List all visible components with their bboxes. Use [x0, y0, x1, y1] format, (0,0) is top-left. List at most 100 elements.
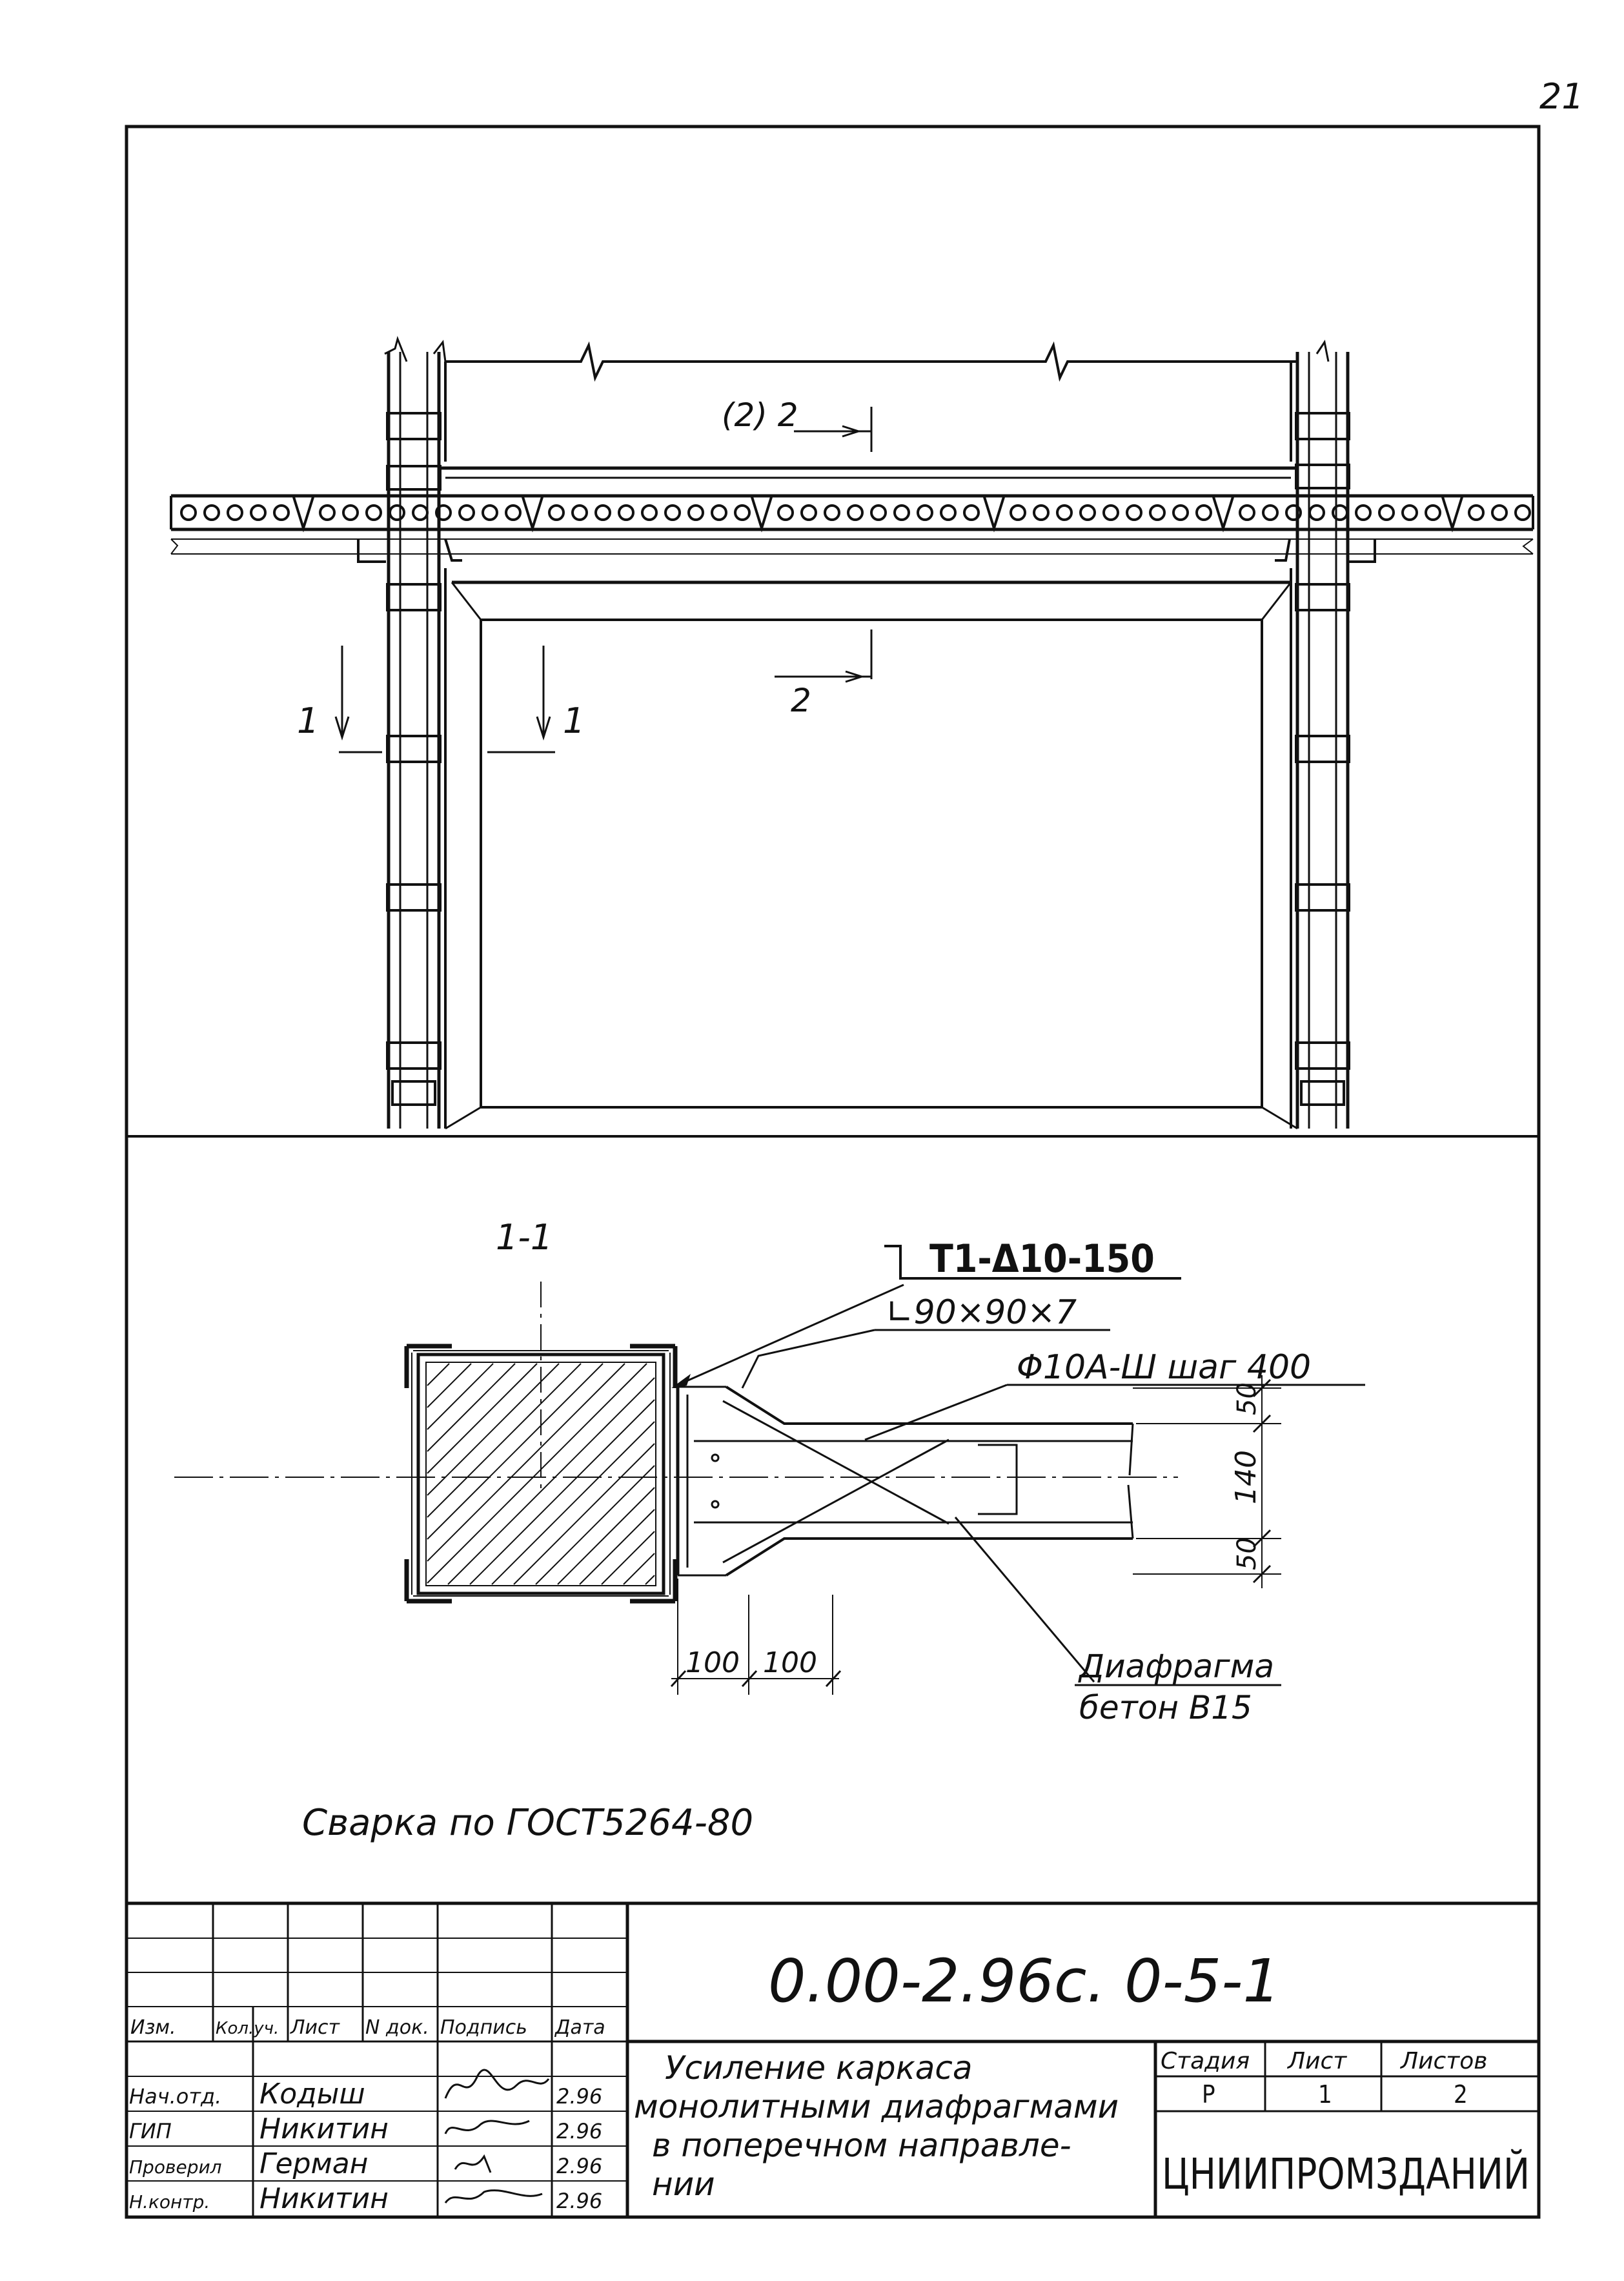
header-izm: Изм. [130, 2016, 176, 2039]
organization-name: ЦНИИПРОМЗДАНИЙ [1162, 2149, 1530, 2199]
slab-hollow-core [180, 504, 197, 521]
left-corbel [357, 538, 462, 563]
sheet-frame [125, 125, 1541, 2219]
concrete-hatch-line [427, 1363, 647, 1584]
drawing-title-line2: монолитными диафрагмами [634, 2088, 1119, 2125]
section-mark-1-1: 1 1 [297, 646, 585, 753]
slab-hollow-core [800, 504, 817, 521]
concrete-hatch-line [623, 1553, 655, 1585]
slab-hollow-core [1102, 504, 1119, 521]
dim-bottom-2: 100 [763, 1646, 817, 1679]
elevation-view: (2) 2 2 1 1 [170, 336, 1534, 1130]
slab-hollow-core [389, 504, 405, 521]
concrete-hatch-line [513, 1443, 655, 1585]
callout-weld-text: Т1-Δ10-150 [929, 1236, 1155, 1282]
header-kol: Кол.уч. [216, 2019, 279, 2038]
concrete-hatch-line [427, 1363, 538, 1474]
lower-infill-panel [444, 568, 1298, 1130]
row3-name: Герман [259, 2147, 368, 2180]
slab-hollow-core [963, 504, 980, 521]
concrete-hatch-line [535, 1465, 655, 1585]
slab-hollow-core [1239, 504, 1255, 521]
right-column [1295, 340, 1350, 1129]
concrete-hatch-line [601, 1531, 655, 1585]
header-ndok: N док. [365, 2016, 429, 2039]
slab-hollow-core [893, 504, 910, 521]
section-1-right-label: 1 [563, 701, 585, 741]
slab-hollow-core [203, 504, 220, 521]
row1-role: Нач.отд. [129, 2084, 221, 2109]
page-number: 21 [1539, 76, 1584, 117]
row3-role: Проверил [129, 2156, 222, 2178]
slab-hollow-core [687, 504, 704, 521]
hollow-core-slab [170, 494, 1534, 555]
concrete-hatch-line [427, 1363, 516, 1452]
slab-hollow-core [1491, 504, 1508, 521]
slab-hollow-core [824, 504, 840, 521]
callout-angle-text: ∟90×90×7 [886, 1293, 1077, 1332]
sheet-label: Лист [1286, 2048, 1347, 2074]
row4-date: 2.96 [556, 2189, 602, 2213]
row1-name: Кодыш [259, 2078, 365, 2111]
concrete-hatch-line [427, 1363, 494, 1430]
section-2-top-label: (2) 2 [722, 396, 798, 434]
callout-diaphragm-line2: бетон В15 [1079, 1689, 1252, 1726]
slab-hollow-core [1126, 504, 1142, 521]
dim-right-bot: 50 [1232, 1537, 1262, 1570]
slab-hollow-core [1514, 504, 1531, 521]
slab-hollow-core [1079, 504, 1096, 521]
slab-hollow-core [1195, 504, 1212, 521]
slab-hollow-core [1056, 504, 1073, 521]
slab-hollow-core [917, 504, 933, 521]
slab-hollow-core [734, 504, 751, 521]
column-cross-section [404, 1344, 678, 1604]
slab-hollow-core [319, 504, 336, 521]
slab-hollow-core [342, 504, 359, 521]
callout-diaphragm: Диафрагма бетон В15 [954, 1517, 1281, 1726]
dimension-bottom: 100 100 [670, 1579, 842, 1695]
concrete-hatch-line [491, 1421, 655, 1585]
dimension-right: 50 140 50 [1133, 1375, 1281, 1588]
slab-hollow-core [641, 504, 658, 521]
drawing-title-line4: нии [652, 2165, 715, 2203]
slab-hollow-core [1332, 504, 1348, 521]
slab-hollow-core [1401, 504, 1418, 521]
stage-label: Стадия [1161, 2048, 1250, 2074]
callout-rebar: Φ10А-Ш шаг 400 [864, 1348, 1365, 1441]
row1-date: 2.96 [556, 2084, 602, 2109]
slab-hollow-core [1308, 504, 1325, 521]
sheets-value: 2 [1454, 2080, 1468, 2109]
slab-hollow-core [1355, 504, 1372, 521]
concrete-hatch-line [427, 1363, 582, 1518]
slab-hollow-core [1033, 504, 1050, 521]
row4-name: Никитин [259, 2182, 389, 2215]
signatures [444, 2069, 550, 2204]
concrete-hatch-line [579, 1509, 655, 1585]
concrete-hatch-line [427, 1363, 625, 1562]
slab-hollow-core [250, 504, 267, 521]
slab-hollow-core [365, 504, 382, 521]
slab-hollow-core [548, 504, 565, 521]
title-block: 0.00-2.96с. 0-5-1 Изм. Кол.уч. Лист N до… [127, 1901, 1539, 2217]
slab-hollow-core [1149, 504, 1166, 521]
dim-right-mid: 140 [1230, 1450, 1263, 1504]
slab-hollow-core [1285, 504, 1302, 521]
dim-bottom-1: 100 [685, 1646, 740, 1679]
drawing-title-line3: в поперечном направле- [652, 2127, 1071, 2164]
upper-beam-line [445, 341, 1296, 382]
slab-hollow-core [435, 504, 452, 521]
header-podpis: Подпись [440, 2016, 527, 2039]
concrete-hatch-line [427, 1363, 560, 1496]
slab-hollow-core [711, 504, 727, 521]
concrete-hatch-line [557, 1487, 655, 1585]
sheet-value: 1 [1318, 2080, 1332, 2109]
header-data: Дата [554, 2016, 605, 2039]
slab-hollow-core [505, 504, 522, 521]
slab-hollow-core [571, 504, 588, 521]
upper-infill-panel [439, 362, 1297, 479]
slab-hollow-core [1262, 504, 1279, 521]
slab-hollow-core [458, 504, 475, 521]
callout-rebar-text: Φ10А-Ш шаг 400 [1017, 1348, 1311, 1387]
left-column [384, 336, 447, 1129]
section-2-bottom-label: 2 [791, 682, 811, 719]
